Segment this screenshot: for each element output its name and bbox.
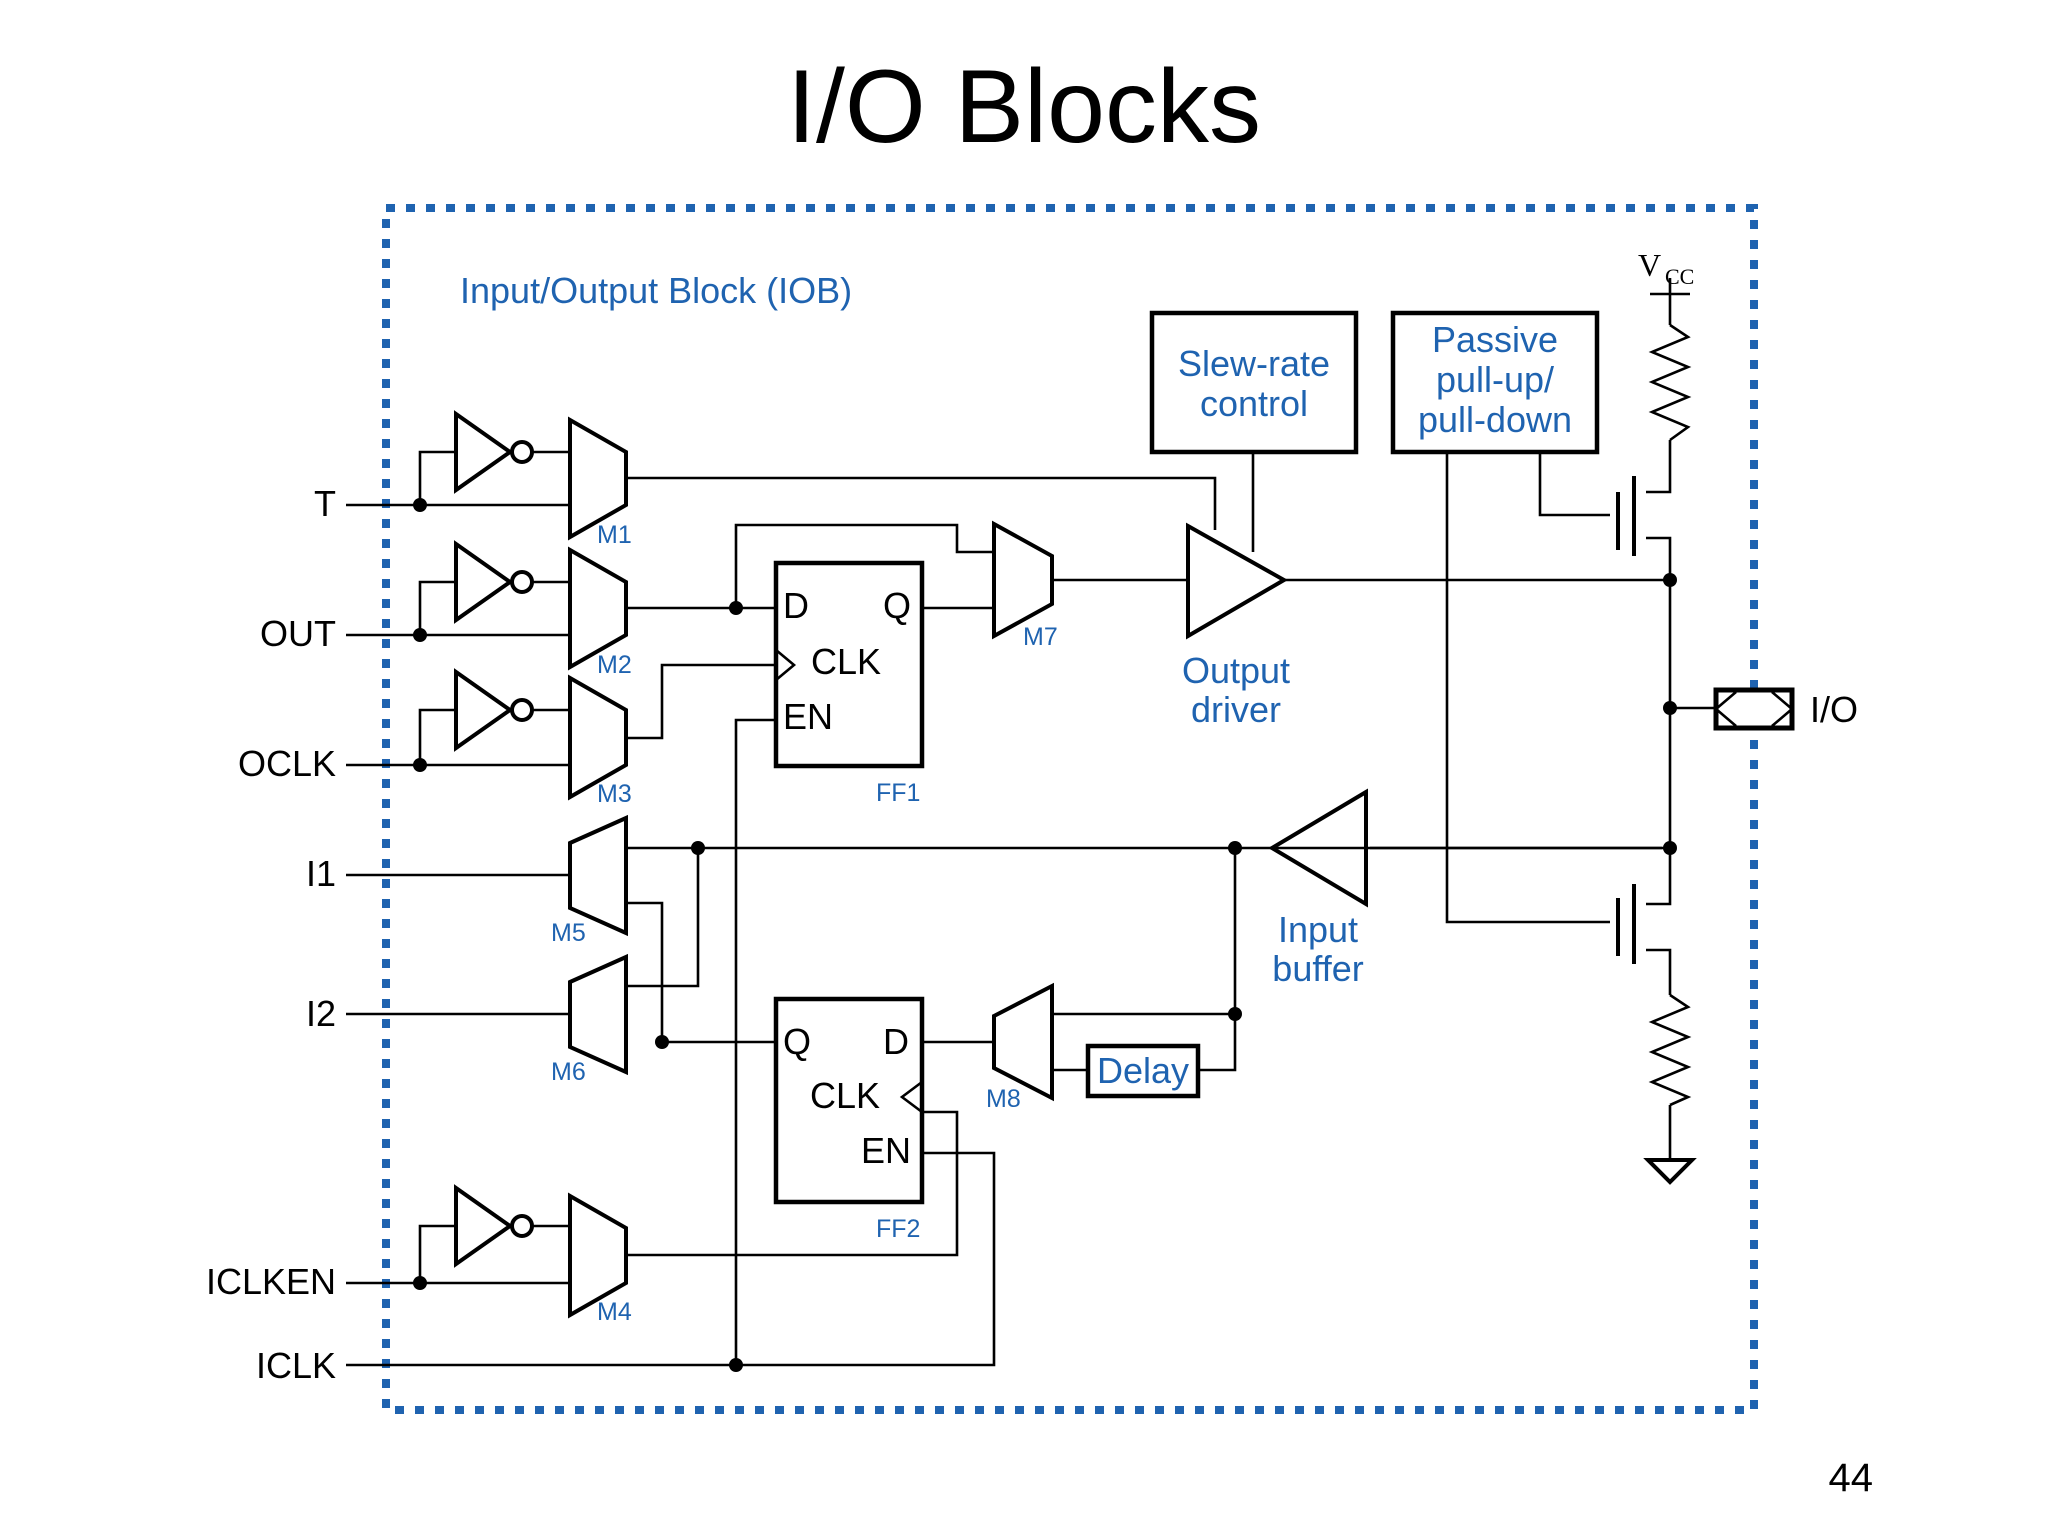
mux-m8 (992, 982, 1054, 1102)
mux-m3 (568, 674, 628, 801)
output-driver-buffer (1186, 522, 1289, 640)
input-label-oclk: OCLK (238, 743, 336, 784)
ff1-wires (734, 523, 1670, 1365)
input-buffer-label-2: buffer (1272, 948, 1363, 989)
io-pad[interactable] (1713, 687, 1795, 731)
mux-m5 (568, 814, 628, 937)
svg-text:EN: EN (783, 696, 833, 737)
ground-symbol (1643, 1158, 1697, 1185)
slew-rate-control-box: Slew-rate control (1149, 310, 1359, 455)
flip-flop-ff2: Q D CLK EN (773, 996, 925, 1205)
row-out-wires (346, 580, 776, 637)
input-label-iclken: ICLKEN (206, 1261, 336, 1302)
io-label: I/O (1810, 689, 1858, 730)
input-label-iclk: ICLK (256, 1345, 336, 1386)
svg-text:CLK: CLK (810, 1075, 880, 1116)
svg-text:EN: EN (861, 1130, 911, 1171)
mux-label-m4: M4 (597, 1298, 632, 1326)
mux-label-m6: M6 (551, 1058, 586, 1086)
slide-title: I/O Blocks (787, 49, 1261, 165)
mux-m2 (568, 546, 628, 671)
page-number: 44 (1828, 1456, 1874, 1500)
ff1-name: FF1 (876, 779, 920, 807)
inverter-iclken (454, 1184, 534, 1268)
svg-text:Slew-rate: Slew-rate (1178, 343, 1330, 384)
input-label-out: OUT (260, 613, 336, 654)
input-buffer-label-1: Input (1278, 909, 1358, 950)
pullup-resistor (1648, 323, 1692, 442)
svg-text:V: V (1638, 247, 1661, 283)
input-label-i2: I2 (306, 993, 336, 1034)
svg-text:pull-up/: pull-up/ (1436, 359, 1554, 400)
iob-label: Input/Output Block (IOB) (460, 270, 852, 311)
svg-text:Q: Q (883, 585, 911, 626)
inverter-out (454, 540, 534, 624)
input-buffer (1268, 788, 1368, 908)
input-label-t: T (314, 483, 336, 524)
mux-label-m1: M1 (597, 521, 632, 549)
pmos-transistor (1616, 476, 1636, 556)
delay-box: Delay (1085, 1043, 1201, 1099)
mux-label-m3: M3 (597, 780, 632, 808)
row-t-wires (346, 450, 1217, 530)
input-label-i1: I1 (306, 853, 336, 894)
svg-text:CLK: CLK (811, 641, 881, 682)
output-driver-label-1: Output (1182, 650, 1290, 691)
svg-text:D: D (783, 585, 809, 626)
mux-label-m8: M8 (986, 1085, 1021, 1113)
flip-flop-ff1: D Q CLK EN (773, 560, 925, 769)
svg-text:D: D (883, 1021, 909, 1062)
svg-text:Passive: Passive (1432, 319, 1558, 360)
inverter-t (454, 410, 534, 494)
junction-dots (413, 498, 1677, 1372)
ff2-wires (922, 848, 1237, 1072)
svg-text:Delay: Delay (1097, 1050, 1189, 1091)
control-wires (1251, 452, 1610, 924)
svg-text:Q: Q (783, 1021, 811, 1062)
mux-label-m7: M7 (1023, 623, 1058, 651)
ff2-name: FF2 (876, 1215, 920, 1243)
mux-m7 (992, 520, 1054, 640)
svg-text:CC: CC (1665, 264, 1694, 289)
pulldown-resistor (1648, 993, 1692, 1107)
row-oclk-wires (346, 663, 776, 767)
mux-m1 (568, 416, 628, 541)
mux-label-m5: M5 (551, 919, 586, 947)
inverter-oclk (454, 668, 534, 752)
output-driver-label-2: driver (1191, 689, 1281, 730)
row-iclken-iclk-wires (346, 1110, 996, 1367)
iob-boundary (382, 204, 1758, 1414)
mux-m4 (568, 1192, 628, 1319)
vcc-supply: V CC (1638, 247, 1694, 296)
svg-text:pull-down: pull-down (1418, 399, 1572, 440)
mux-label-m2: M2 (597, 651, 632, 679)
passive-pull-box: Passive pull-up/ pull-down (1390, 310, 1600, 455)
nmos-transistor (1616, 884, 1636, 964)
mux-m6 (568, 953, 628, 1076)
svg-text:control: control (1200, 383, 1308, 424)
pad-wires (1370, 278, 1716, 1160)
